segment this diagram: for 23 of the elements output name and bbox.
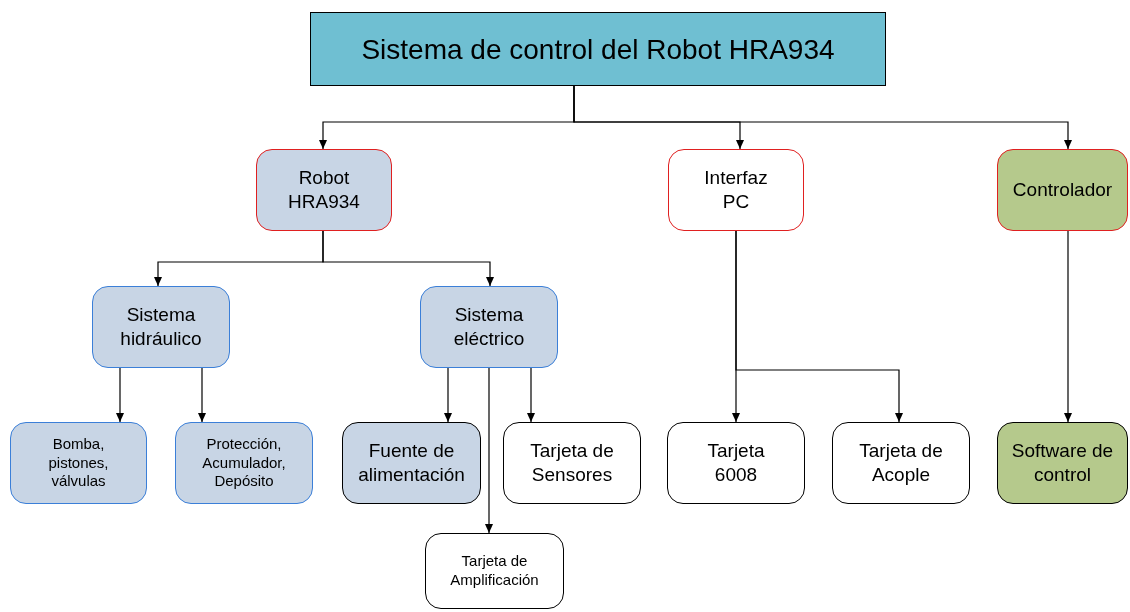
arrow bbox=[527, 367, 535, 423]
arrow bbox=[116, 367, 124, 423]
process-box: Sistema eléctrico bbox=[420, 286, 558, 368]
process-box: Tarjeta 6008 bbox=[667, 422, 805, 504]
process-box: Bomba, pistones, válvulas bbox=[10, 422, 147, 504]
arrow bbox=[485, 367, 493, 534]
process-box: Controlador bbox=[997, 149, 1128, 231]
process-box: Software de control bbox=[997, 422, 1128, 504]
arrow bbox=[1064, 230, 1072, 423]
process-box: Fuente de alimentación bbox=[342, 422, 481, 504]
arrow bbox=[322, 230, 494, 287]
arrow bbox=[735, 230, 903, 423]
process-box: Tarjeta de Acople bbox=[832, 422, 970, 504]
process-box: Interfaz PC bbox=[668, 149, 804, 231]
arrow bbox=[198, 367, 206, 423]
process-box: Sistema hidráulico bbox=[92, 286, 230, 368]
arrow bbox=[444, 367, 452, 423]
process-box: Robot HRA934 bbox=[256, 149, 392, 231]
process-box: Tarjeta de Amplificación bbox=[425, 533, 564, 609]
arrow bbox=[573, 85, 1072, 150]
process-box: Tarjeta de Sensores bbox=[503, 422, 641, 504]
process-box: Protección, Acumulador, Depósito bbox=[175, 422, 313, 504]
title-box: Sistema de control del Robot HRA934 bbox=[310, 12, 886, 86]
